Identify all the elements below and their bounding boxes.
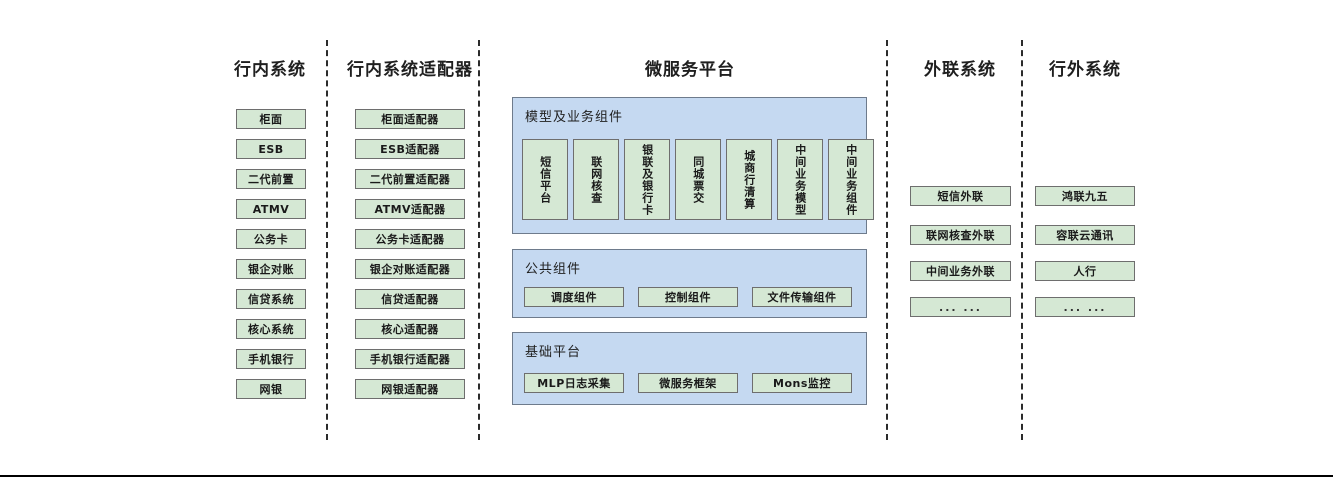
node-model-3-label: 同城票交	[691, 155, 705, 204]
node-model-1[interactable]: 联网核查	[573, 139, 619, 220]
node-in-bank-1[interactable]: ESB	[236, 139, 306, 159]
node-outbank-1[interactable]: 容联云通讯	[1035, 225, 1135, 245]
node-public-0[interactable]: 调度组件	[524, 287, 624, 307]
node-model-4-label: 城商行清算	[742, 149, 756, 210]
node-adapter-5[interactable]: 银企对账适配器	[355, 259, 465, 279]
column-title-microservice-platform: 微服务平台	[645, 60, 735, 80]
node-model-4[interactable]: 城商行清算	[726, 139, 772, 220]
column-title-in-bank-systems: 行内系统	[234, 60, 306, 80]
node-model-2-label: 银联及银行卡	[640, 143, 654, 216]
node-model-3[interactable]: 同城票交	[675, 139, 721, 220]
node-outbank-2[interactable]: 人行	[1035, 261, 1135, 281]
node-adapter-0[interactable]: 柜面适配器	[355, 109, 465, 129]
column-title-external-link-systems: 外联系统	[924, 60, 996, 80]
node-in-bank-3[interactable]: ATMV	[236, 199, 306, 219]
bottom-divider	[0, 475, 1333, 477]
node-public-1[interactable]: 控制组件	[638, 287, 738, 307]
node-in-bank-8[interactable]: 手机银行	[236, 349, 306, 369]
column-title-out-of-bank-systems: 行外系统	[1049, 60, 1121, 80]
node-external-0[interactable]: 短信外联	[910, 186, 1011, 206]
node-base-0[interactable]: MLP日志采集	[524, 373, 624, 393]
node-model-6-label: 中间业务组件	[844, 143, 858, 216]
node-model-1-label: 联网核查	[589, 155, 603, 204]
node-model-0-label: 短信平台	[538, 155, 552, 204]
node-model-6[interactable]: 中间业务组件	[828, 139, 874, 220]
column-separator-4	[1021, 40, 1023, 440]
node-base-1[interactable]: 微服务框架	[638, 373, 738, 393]
node-in-bank-4[interactable]: 公务卡	[236, 229, 306, 249]
node-external-2[interactable]: 中间业务外联	[910, 261, 1011, 281]
node-adapter-6[interactable]: 信贷适配器	[355, 289, 465, 309]
panel-public-components: 公共组件	[512, 249, 867, 318]
node-in-bank-0[interactable]: 柜面	[236, 109, 306, 129]
node-external-3[interactable]: ... ...	[910, 297, 1011, 317]
node-in-bank-5[interactable]: 银企对账	[236, 259, 306, 279]
node-adapter-2[interactable]: 二代前置适配器	[355, 169, 465, 189]
node-adapter-4[interactable]: 公务卡适配器	[355, 229, 465, 249]
node-adapter-3[interactable]: ATMV适配器	[355, 199, 465, 219]
node-adapter-9[interactable]: 网银适配器	[355, 379, 465, 399]
node-outbank-0[interactable]: 鸿联九五	[1035, 186, 1135, 206]
column-separator-1	[326, 40, 328, 440]
node-external-1[interactable]: 联网核查外联	[910, 225, 1011, 245]
node-adapter-7[interactable]: 核心适配器	[355, 319, 465, 339]
panel-label-public-components: 公共组件	[525, 262, 582, 277]
node-outbank-3[interactable]: ... ...	[1035, 297, 1135, 317]
node-model-5-label: 中间业务模型	[793, 143, 807, 216]
node-in-bank-7[interactable]: 核心系统	[236, 319, 306, 339]
node-model-0[interactable]: 短信平台	[522, 139, 568, 220]
node-in-bank-2[interactable]: 二代前置	[236, 169, 306, 189]
node-adapter-1[interactable]: ESB适配器	[355, 139, 465, 159]
panel-label-model-business-components: 模型及业务组件	[525, 110, 624, 125]
node-adapter-8[interactable]: 手机银行适配器	[355, 349, 465, 369]
node-model-2[interactable]: 银联及银行卡	[624, 139, 670, 220]
panel-base-platform: 基础平台	[512, 332, 867, 405]
node-base-2[interactable]: Mons监控	[752, 373, 852, 393]
node-in-bank-6[interactable]: 信贷系统	[236, 289, 306, 309]
node-model-5[interactable]: 中间业务模型	[777, 139, 823, 220]
node-in-bank-9[interactable]: 网银	[236, 379, 306, 399]
panel-label-base-platform: 基础平台	[525, 345, 582, 360]
column-title-in-bank-adapters: 行内系统适配器	[347, 60, 473, 80]
column-separator-2	[478, 40, 480, 440]
column-separator-3	[886, 40, 888, 440]
node-public-2[interactable]: 文件传输组件	[752, 287, 852, 307]
